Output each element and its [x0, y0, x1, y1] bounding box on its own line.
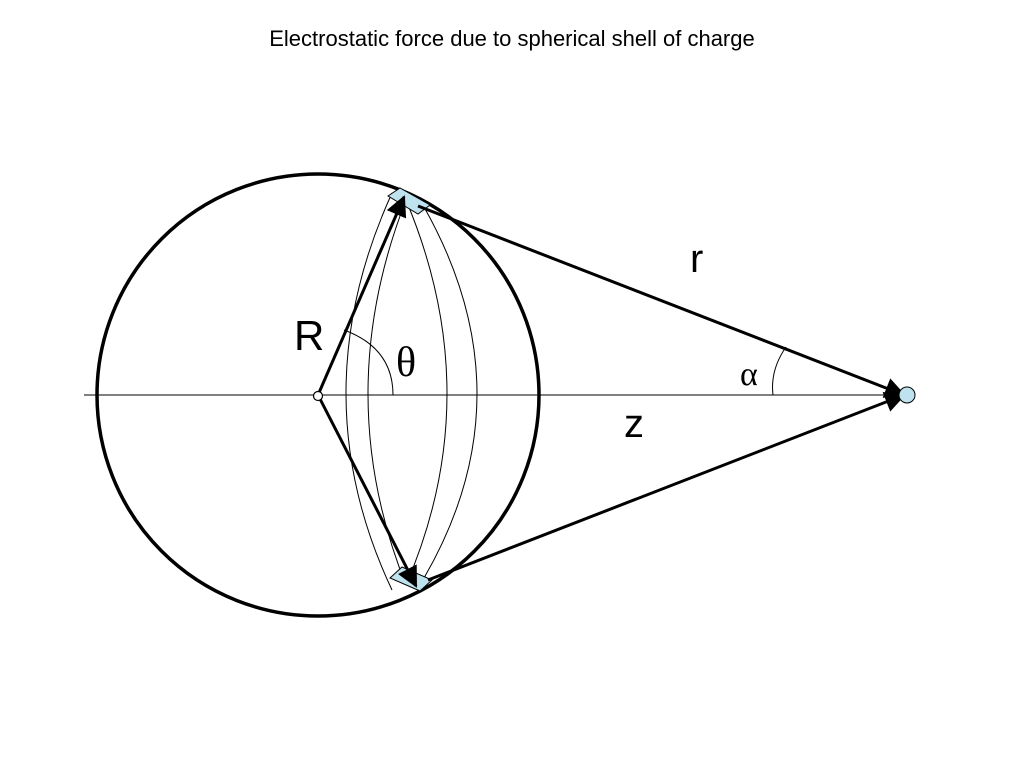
test-point — [898, 386, 916, 404]
center-point — [312, 390, 324, 402]
label-r: r — [690, 237, 703, 281]
ring-curve-left-outer — [345, 192, 393, 591]
radius-vector-top — [316, 195, 407, 396]
ring-curve-right-outer — [423, 206, 478, 579]
theta-arc — [343, 329, 394, 396]
distance-vector-bottom — [427, 392, 906, 582]
alpha-arc — [772, 346, 787, 396]
ring-curve-right-inner — [405, 199, 448, 586]
diagram-title: Electrostatic force due to spherical she… — [269, 26, 755, 51]
label-R: R — [294, 312, 324, 359]
radius-vector-bottom — [316, 394, 418, 588]
label-alpha: α — [740, 356, 758, 393]
label-theta: θ — [396, 340, 416, 386]
label-z: z — [624, 402, 644, 446]
distance-vector-top — [417, 204, 906, 398]
ring-band — [345, 192, 478, 591]
sphere-outline — [95, 172, 541, 618]
